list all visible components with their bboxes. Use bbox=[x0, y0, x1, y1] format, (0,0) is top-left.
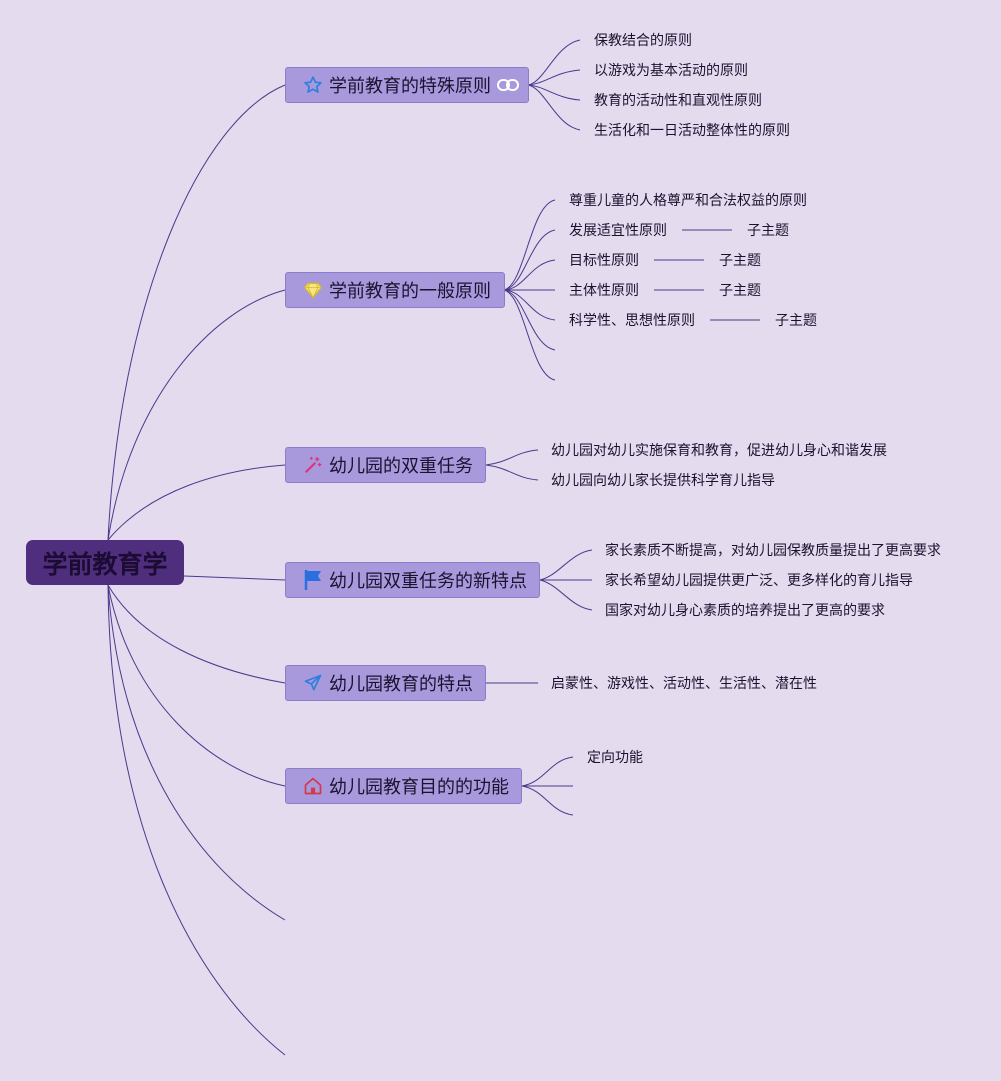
connector-t2-c7 bbox=[503, 289, 556, 381]
topic-general-principles[interactable]: 学前教育的一般原则 bbox=[285, 272, 505, 308]
connector-t2-c5 bbox=[503, 289, 556, 321]
connector-t3-c2 bbox=[485, 464, 539, 481]
diamond-icon bbox=[302, 279, 324, 301]
topic-label: 学前教育的一般原则 bbox=[329, 281, 491, 302]
leaf-t1-2[interactable]: 以游戏为基本活动的原则 bbox=[594, 63, 748, 79]
topic-dual-tasks-new-features[interactable]: 幼儿园双重任务的新特点 bbox=[285, 562, 540, 598]
connector-t6-c1 bbox=[521, 756, 574, 787]
leaf-t5-1[interactable]: 启蒙性、游戏性、活动性、生活性、潜在性 bbox=[551, 676, 817, 692]
subtopic-1[interactable]: 子主题 bbox=[747, 223, 789, 239]
star-icon bbox=[302, 74, 324, 96]
leaf-t6-1[interactable]: 定向功能 bbox=[587, 750, 643, 766]
topic-dual-tasks[interactable]: 幼儿园的双重任务 bbox=[285, 447, 486, 483]
connector-t6-c3 bbox=[521, 785, 574, 816]
connector-t3-c1 bbox=[485, 449, 539, 466]
topic-education-aim-functions[interactable]: 幼儿园教育目的的功能 bbox=[285, 768, 522, 804]
connector-t1-c1 bbox=[527, 39, 581, 86]
subtopic-4[interactable]: 子主题 bbox=[775, 313, 817, 329]
magic-wand-icon bbox=[302, 454, 324, 476]
connector-t2-c6 bbox=[503, 289, 556, 351]
link-icon[interactable] bbox=[497, 78, 519, 92]
leaf-t2-5[interactable]: 科学性、思想性原则 bbox=[569, 313, 695, 329]
house-icon bbox=[302, 775, 324, 797]
leaf-t4-2[interactable]: 家长希望幼儿园提供更广泛、更多样化的育儿指导 bbox=[605, 573, 913, 589]
connector-root-topic-1 bbox=[107, 84, 286, 541]
connector-root-topic-6 bbox=[107, 584, 286, 787]
leaf-t3-1[interactable]: 幼儿园对幼儿实施保育和教育，促进幼儿身心和谐发展 bbox=[551, 443, 887, 459]
topic-label: 学前教育的特殊原则 bbox=[329, 76, 491, 97]
leaf-t1-1[interactable]: 保教结合的原则 bbox=[594, 33, 692, 49]
connector-root-topic-3 bbox=[107, 464, 286, 541]
connector-t1-c3 bbox=[527, 84, 581, 101]
topic-label: 幼儿园教育的特点 bbox=[329, 674, 473, 695]
connector-root-topic-4 bbox=[183, 575, 286, 581]
leaf-t4-3[interactable]: 国家对幼儿身心素质的培养提出了更高的要求 bbox=[605, 603, 885, 619]
leaf-t4-1[interactable]: 家长素质不断提高，对幼儿园保教质量提出了更高要求 bbox=[605, 543, 941, 559]
leaf-t2-4[interactable]: 主体性原则 bbox=[569, 283, 639, 299]
connector-t1-c2 bbox=[527, 69, 581, 86]
leaf-t2-1[interactable]: 尊重儿童的人格尊严和合法权益的原则 bbox=[569, 193, 807, 209]
root-topic[interactable]: 学前教育学 bbox=[26, 540, 184, 585]
connector-t4-c3 bbox=[539, 579, 593, 611]
leaf-t1-3[interactable]: 教育的活动性和直观性原则 bbox=[594, 93, 762, 109]
flag-icon bbox=[302, 569, 324, 591]
topic-label: 幼儿园双重任务的新特点 bbox=[329, 571, 527, 592]
connector-t2-c1 bbox=[503, 199, 556, 291]
root-topic-label: 学前教育学 bbox=[42, 549, 168, 579]
connector-root-empty-1 bbox=[107, 584, 286, 921]
connector-root-topic-2 bbox=[107, 289, 286, 541]
connector-root-empty-2 bbox=[107, 584, 286, 1056]
connector-t4-c1 bbox=[539, 549, 593, 581]
connector-t2-c2 bbox=[503, 229, 556, 291]
topic-special-principles[interactable]: 学前教育的特殊原则 bbox=[285, 67, 529, 103]
leaf-t2-2[interactable]: 发展适宜性原则 bbox=[569, 223, 667, 239]
paper-plane-icon bbox=[302, 672, 324, 694]
connector-t1-c4 bbox=[527, 84, 581, 131]
connector-t2-c3 bbox=[503, 259, 556, 291]
leaf-t1-4[interactable]: 生活化和一日活动整体性的原则 bbox=[594, 123, 790, 139]
leaf-t3-2[interactable]: 幼儿园向幼儿家长提供科学育儿指导 bbox=[551, 473, 775, 489]
topic-label: 幼儿园的双重任务 bbox=[329, 456, 473, 477]
leaf-t2-3[interactable]: 目标性原则 bbox=[569, 253, 639, 269]
subtopic-3[interactable]: 子主题 bbox=[719, 283, 761, 299]
subtopic-2[interactable]: 子主题 bbox=[719, 253, 761, 269]
topic-kindergarten-education-features[interactable]: 幼儿园教育的特点 bbox=[285, 665, 486, 701]
topic-label: 幼儿园教育目的的功能 bbox=[329, 777, 509, 798]
connector-root-topic-5 bbox=[107, 584, 286, 684]
